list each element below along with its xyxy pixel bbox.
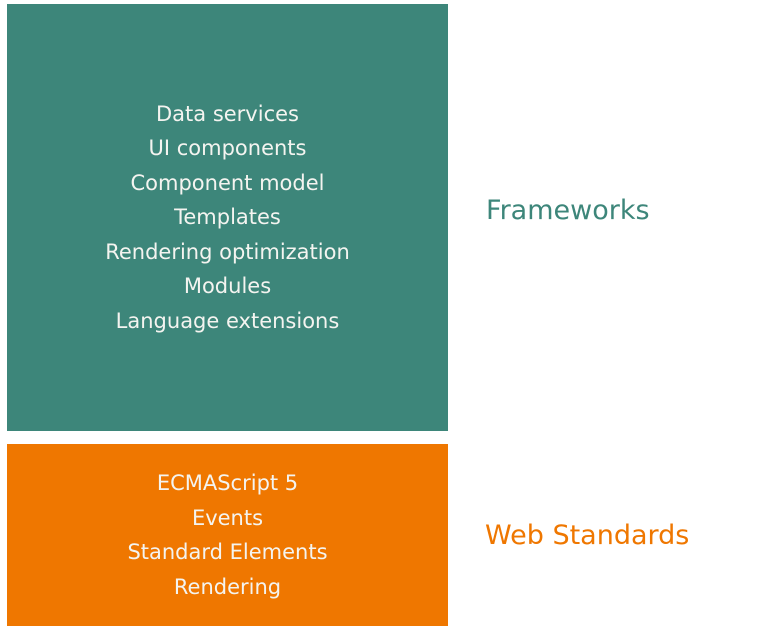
- web-standards-item: Events: [191, 505, 264, 530]
- web-standards-box: ECMAScript 5 Events Standard Elements Re…: [7, 444, 448, 626]
- web-standards-item: Standard Elements: [127, 540, 328, 564]
- web-standards-label: Web Standards: [485, 520, 690, 551]
- frameworks-item: Rendering optimization: [105, 239, 350, 264]
- frameworks-label: Frameworks: [486, 195, 650, 226]
- frameworks-box: Data services UI components Component mo…: [7, 4, 448, 431]
- web-standards-item: ECMAScript 5: [156, 471, 299, 495]
- frameworks-item: Templates: [174, 205, 281, 230]
- web-standards-item: Rendering: [173, 574, 282, 599]
- frameworks-item: Component model: [130, 170, 325, 195]
- frameworks-item: Data services: [156, 101, 299, 126]
- frameworks-item: Language extensions: [115, 308, 340, 333]
- frameworks-item: Modules: [183, 274, 272, 299]
- frameworks-item: UI components: [148, 136, 307, 161]
